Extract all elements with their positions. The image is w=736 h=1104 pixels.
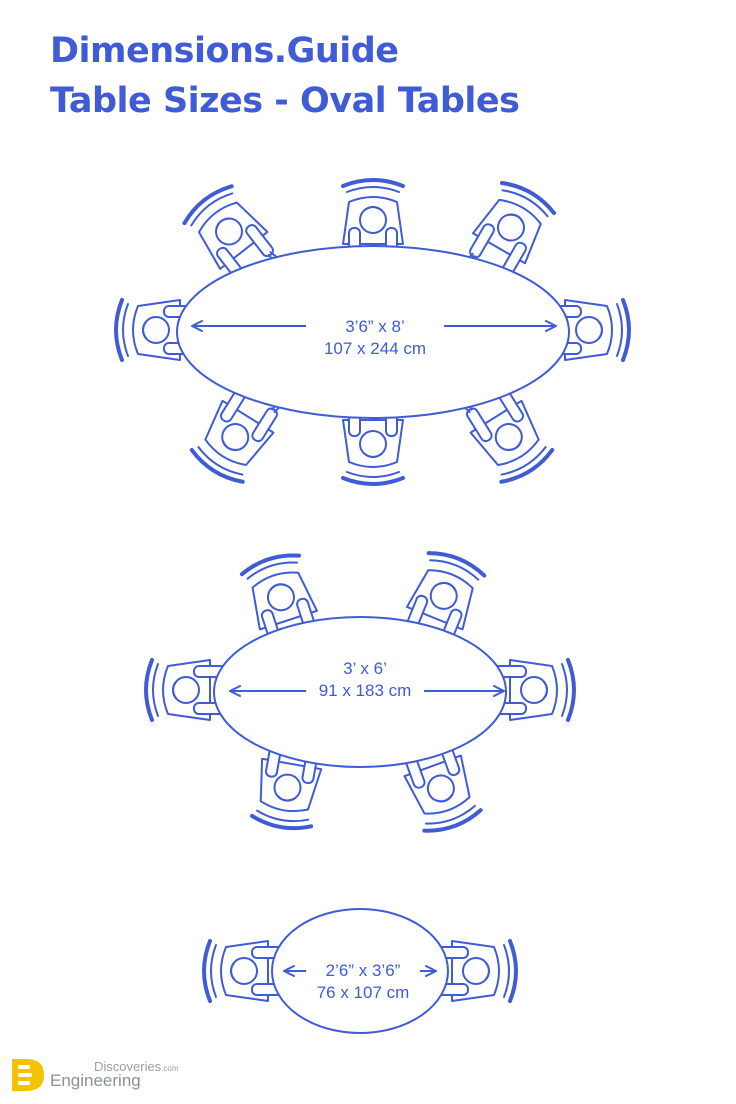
- table-3-metric: 76 x 107 cm: [316, 983, 410, 1002]
- brand-title: Dimensions.Guide: [50, 31, 399, 71]
- table-1-imperial: 3’6” x 8’: [345, 317, 405, 336]
- page-title: Table Sizes - Oval Tables: [50, 81, 520, 121]
- table-2-size-label: 3’ x 6’ 91 x 183 cm: [306, 658, 424, 702]
- watermark-line2: Engineering: [50, 1071, 141, 1090]
- table-2-metric: 91 x 183 cm: [318, 681, 412, 700]
- table-1-size-label: 3’6” x 8’ 107 x 244 cm: [306, 316, 444, 360]
- table-2-imperial: 3’ x 6’: [343, 659, 387, 678]
- d-e-logo-icon: [12, 1059, 44, 1091]
- table-3-size-label: 2’6” x 3’6” 76 x 107 cm: [306, 960, 420, 1004]
- watermark-logo: Discoveries.com Engineering: [8, 1053, 208, 1097]
- table-1-metric: 107 x 244 cm: [323, 339, 427, 358]
- watermark-line1: Discoveries.com: [94, 1059, 179, 1074]
- table-3-imperial: 2’6” x 3’6”: [325, 961, 401, 980]
